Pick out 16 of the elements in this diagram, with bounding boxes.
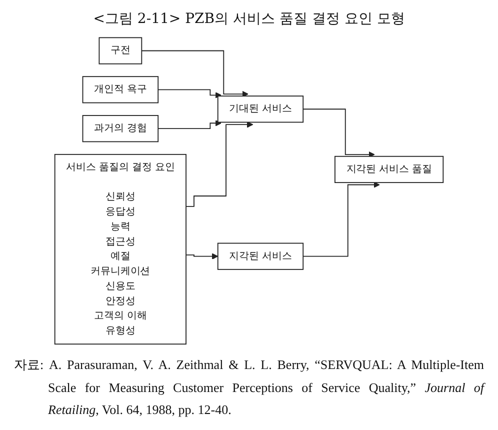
arrow: [186, 121, 254, 207]
arrow: [186, 253, 218, 260]
node-box: 서비스 품질의 결정 요인 신뢰성 응답성 능력 접근성 예절 커뮤니케이션 신용도 안정성 고객의 이해 유형성: [54, 154, 186, 345]
node-box: 개인적 욕구: [82, 76, 159, 104]
node-box: 지각된 서비스: [217, 242, 304, 270]
arrow: [141, 50, 248, 98]
node-box: 기대된 서비스: [217, 96, 304, 123]
source-caption: 자료: A. Parasuraman, V. A. Zeithmal & L. L. Berry, “SERVQUAL: A Multiple-Item Scale for Measuring Customer Perceptions of Service Quality,” Journal of Retailing, Vol. 64, 1988, pp. 12-40.: [14, 356, 484, 420]
diagram-title: <그림 2-11> PZB의 서비스 품질 결정 요인 모형: [93, 10, 405, 28]
arrow: [302, 182, 380, 257]
node-box: 구전: [98, 37, 142, 64]
arrow: [302, 108, 375, 158]
node-box: 지각된 서비스 품질: [334, 156, 444, 184]
node-box: 과거의 경험: [82, 115, 159, 142]
arrow: [158, 89, 222, 98]
arrow: [158, 120, 222, 130]
